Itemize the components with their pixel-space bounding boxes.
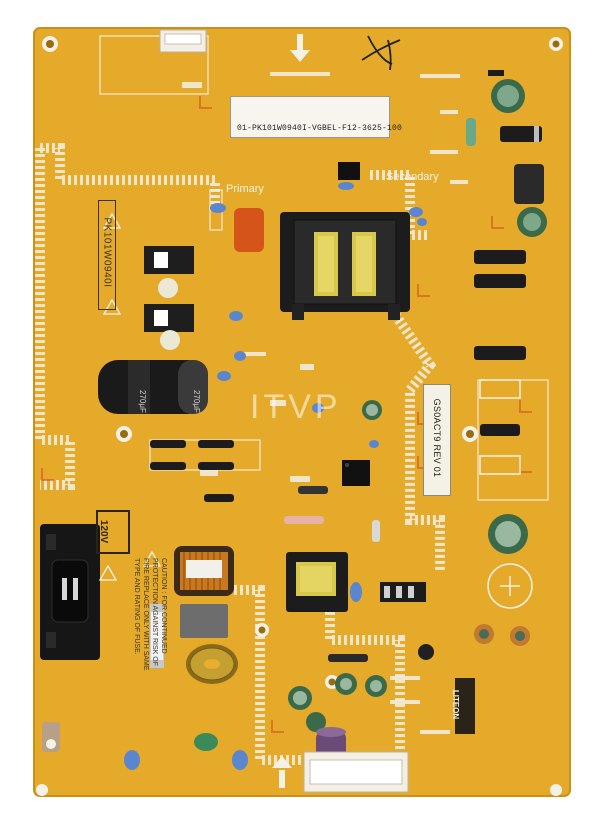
electrolytic-capacitor: [288, 79, 547, 732]
mounting-hole: [36, 36, 563, 796]
header-pins: [380, 582, 426, 602]
voltage-marking: 120V: [96, 510, 130, 554]
mosfet: [144, 246, 194, 350]
fuse: [149, 603, 165, 669]
diode: [150, 70, 542, 502]
ground-lug: [42, 722, 60, 752]
watermark: ITVP: [250, 388, 342, 426]
resistor: [284, 118, 476, 662]
film-capacitor: [234, 208, 264, 252]
svg-text:270μF: 270μF: [192, 390, 201, 413]
main-transformer: [280, 212, 410, 320]
top-connector: [159, 29, 207, 53]
svg-text:270μF: 270μF: [138, 390, 147, 413]
ac-inlet: [40, 524, 100, 660]
pcb-base: [33, 27, 571, 797]
warning-icon: [98, 212, 162, 581]
caution-text: CAUTION : FOR CONTINUED PROTECTION AGAIN…: [133, 558, 167, 671]
isolation-boundary: [35, 143, 445, 765]
revision-sticker: GS0ACT9 REV 01: [423, 384, 451, 496]
serial-label: 01-PK101W0940I-VGBEL-F12-3625-100: [230, 96, 402, 138]
primary-label: Primary: [226, 183, 264, 195]
model-silkscreen: PK101W0940I: [98, 200, 116, 310]
standby-transformer: [286, 552, 348, 612]
controller-ic: [338, 162, 370, 486]
serial-number: 01-PK101W0940I-VGBEL-F12-3625-100: [237, 124, 403, 133]
bulk-capacitor: 270μF 270μF: [98, 360, 208, 414]
handwritten-mark: [361, 35, 401, 71]
toroid-choke: [186, 644, 238, 684]
barcode: [237, 101, 381, 121]
manufacturer-logo: LITEON: [451, 678, 475, 734]
secondary-label: Secondary: [386, 171, 439, 183]
common-mode-choke: [174, 546, 234, 596]
output-inductor: [514, 164, 544, 204]
x-capacitor: [180, 604, 228, 638]
arrow-icon: [272, 34, 310, 788]
green-capacitor: [194, 733, 218, 751]
bottom-connector: [303, 751, 409, 793]
